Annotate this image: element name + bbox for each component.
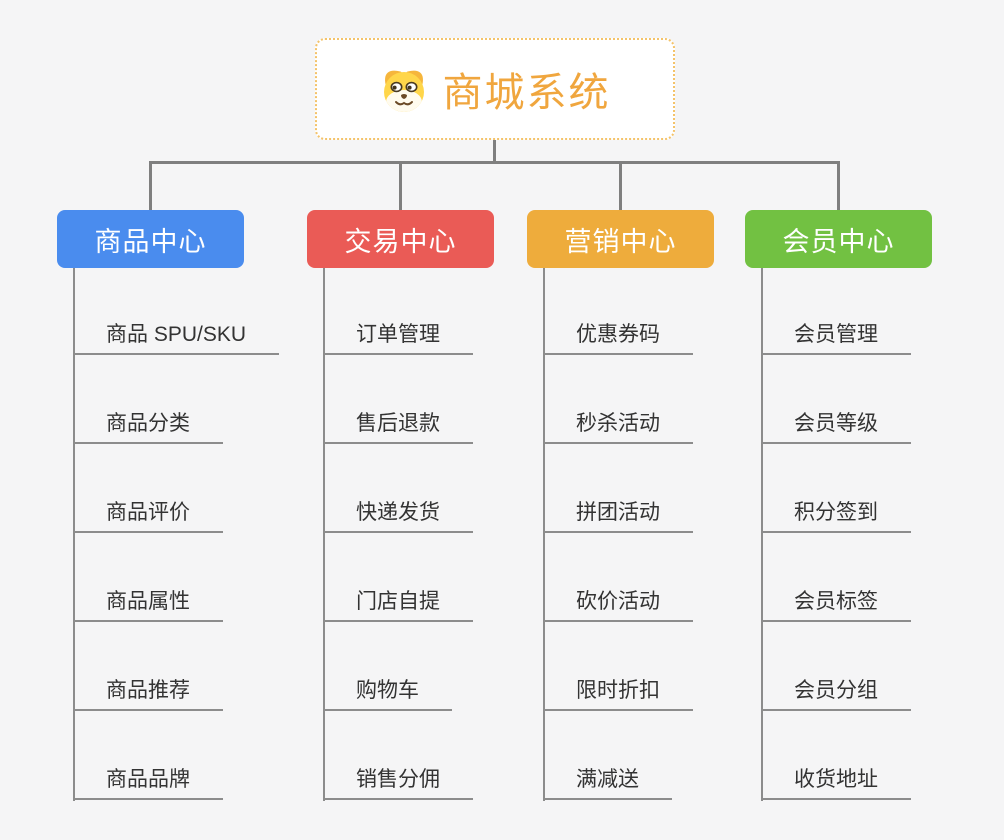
child-label: 商品推荐 bbox=[106, 679, 190, 702]
branch-column-trade: 交易中心 订单管理 售后退款 快递发货 门店自提 购物车 销售分佣 bbox=[307, 210, 567, 820]
child-node[interactable]: 商品评价 bbox=[73, 444, 223, 533]
child-node[interactable]: 门店自提 bbox=[323, 533, 473, 622]
child-node[interactable]: 收货地址 bbox=[761, 711, 911, 800]
child-node[interactable]: 砍价活动 bbox=[543, 533, 693, 622]
branch-children: 商品 SPU/SKU 商品分类 商品评价 商品属性 商品推荐 商品品牌 bbox=[73, 266, 280, 800]
branch-drop-line bbox=[619, 161, 622, 210]
dog-face-icon bbox=[380, 65, 428, 113]
child-node[interactable]: 销售分佣 bbox=[323, 711, 473, 800]
child-node[interactable]: 积分签到 bbox=[761, 444, 911, 533]
branch-node-product-center[interactable]: 商品中心 bbox=[57, 210, 244, 268]
child-node[interactable]: 商品分类 bbox=[73, 355, 223, 444]
branch-column-member: 会员中心 会员管理 会员等级 积分签到 会员标签 会员分组 收货地址 bbox=[745, 210, 1004, 820]
branch-connector-horizontal bbox=[149, 161, 840, 164]
root-connector-line bbox=[493, 140, 496, 163]
child-label: 满减送 bbox=[576, 768, 639, 791]
branch-trunk-line bbox=[543, 268, 545, 801]
child-label: 秒杀活动 bbox=[576, 412, 660, 435]
branch-column-marketing: 营销中心 优惠券码 秒杀活动 拼团活动 砍价活动 限时折扣 满减送 bbox=[527, 210, 787, 820]
child-label: 限时折扣 bbox=[576, 679, 660, 702]
child-label: 商品分类 bbox=[106, 412, 190, 435]
child-label: 会员管理 bbox=[794, 323, 878, 346]
branch-trunk-line bbox=[323, 268, 325, 801]
child-label: 砍价活动 bbox=[576, 590, 660, 613]
root-node[interactable]: 商城系统 bbox=[315, 38, 675, 140]
child-node[interactable]: 商品 SPU/SKU bbox=[73, 266, 280, 355]
child-label: 优惠券码 bbox=[576, 323, 660, 346]
branch-node-marketing-center[interactable]: 营销中心 bbox=[527, 210, 714, 268]
child-label: 售后退款 bbox=[356, 412, 440, 435]
child-node[interactable]: 会员标签 bbox=[761, 533, 911, 622]
root-title: 商城系统 bbox=[442, 71, 611, 115]
child-node[interactable]: 秒杀活动 bbox=[543, 355, 693, 444]
child-label: 商品评价 bbox=[106, 501, 190, 524]
branch-drop-line bbox=[399, 161, 402, 210]
child-label: 商品属性 bbox=[106, 590, 190, 613]
child-node[interactable]: 拼团活动 bbox=[543, 444, 693, 533]
child-node[interactable]: 快递发货 bbox=[323, 444, 473, 533]
branch-label: 商品中心 bbox=[94, 226, 207, 257]
branch-drop-line bbox=[149, 161, 152, 210]
branch-node-trade-center[interactable]: 交易中心 bbox=[307, 210, 494, 268]
child-label: 购物车 bbox=[356, 679, 419, 702]
child-label: 快递发货 bbox=[356, 501, 440, 524]
child-label: 收货地址 bbox=[794, 768, 878, 791]
child-node[interactable]: 订单管理 bbox=[323, 266, 473, 355]
child-node[interactable]: 商品属性 bbox=[73, 533, 223, 622]
child-node[interactable]: 会员分组 bbox=[761, 622, 911, 711]
child-label: 门店自提 bbox=[356, 590, 440, 613]
branch-label: 营销中心 bbox=[564, 226, 677, 257]
child-node[interactable]: 优惠券码 bbox=[543, 266, 693, 355]
child-node[interactable]: 限时折扣 bbox=[543, 622, 693, 711]
child-label: 商品 SPU/SKU bbox=[106, 323, 247, 346]
branch-children: 订单管理 售后退款 快递发货 门店自提 购物车 销售分佣 bbox=[323, 266, 473, 800]
child-label: 会员标签 bbox=[794, 590, 878, 613]
branch-trunk-line bbox=[73, 268, 75, 801]
child-label: 积分签到 bbox=[794, 501, 878, 524]
branch-trunk-line bbox=[761, 268, 763, 801]
child-label: 会员等级 bbox=[794, 412, 878, 435]
child-node[interactable]: 购物车 bbox=[323, 622, 452, 711]
branch-drop-line bbox=[837, 161, 840, 210]
branch-children: 优惠券码 秒杀活动 拼团活动 砍价活动 限时折扣 满减送 bbox=[543, 266, 693, 800]
child-label: 订单管理 bbox=[356, 323, 440, 346]
branch-column-product: 商品中心 商品 SPU/SKU 商品分类 商品评价 商品属性 商品推荐 商品品牌 bbox=[57, 210, 317, 820]
child-node[interactable]: 售后退款 bbox=[323, 355, 473, 444]
child-node[interactable]: 商品品牌 bbox=[73, 711, 223, 800]
child-label: 会员分组 bbox=[794, 679, 878, 702]
branch-label: 会员中心 bbox=[782, 226, 895, 257]
child-label: 销售分佣 bbox=[356, 768, 440, 791]
child-label: 商品品牌 bbox=[106, 768, 190, 791]
child-label: 拼团活动 bbox=[576, 501, 660, 524]
child-node[interactable]: 会员等级 bbox=[761, 355, 911, 444]
branch-label: 交易中心 bbox=[344, 226, 457, 257]
branch-children: 会员管理 会员等级 积分签到 会员标签 会员分组 收货地址 bbox=[761, 266, 911, 800]
child-node[interactable]: 满减送 bbox=[543, 711, 672, 800]
branch-node-member-center[interactable]: 会员中心 bbox=[745, 210, 932, 268]
child-node[interactable]: 商品推荐 bbox=[73, 622, 223, 711]
child-node[interactable]: 会员管理 bbox=[761, 266, 911, 355]
